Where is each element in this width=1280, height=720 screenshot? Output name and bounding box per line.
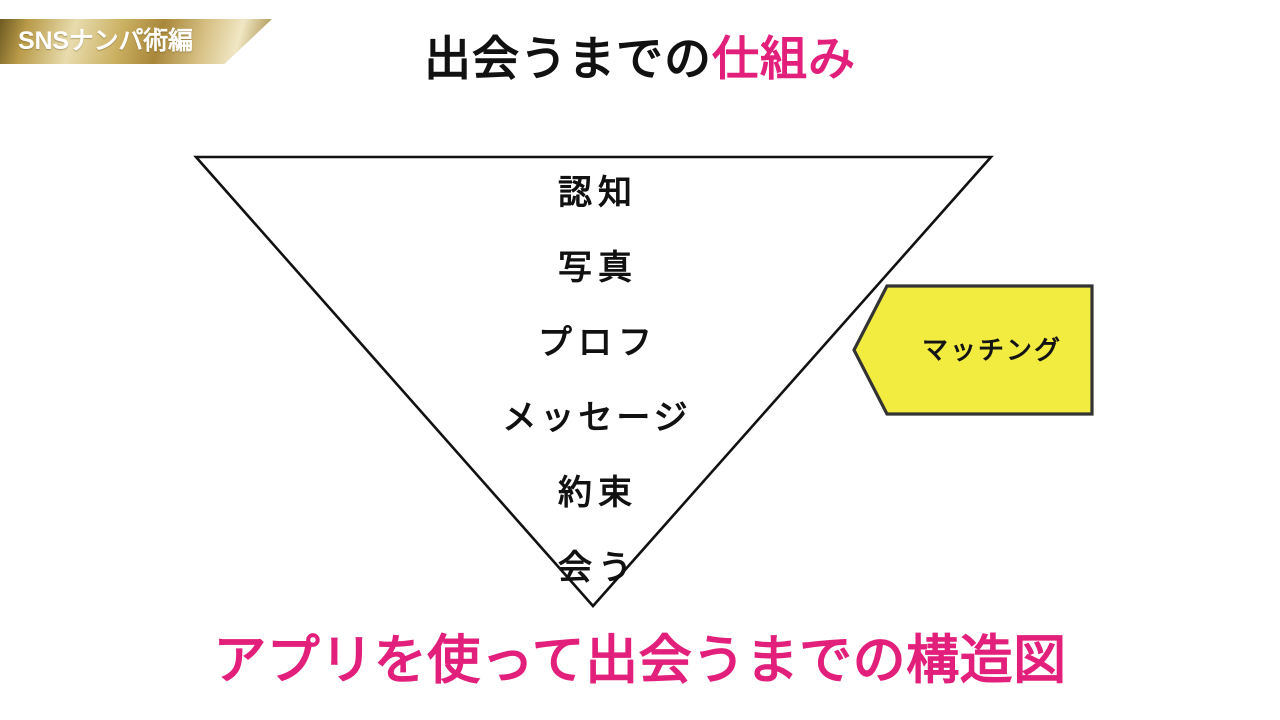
- section-ribbon: [0, 19, 272, 64]
- funnel-stage-label-3: プロフ: [538, 324, 658, 363]
- page-title: 出会うまでの仕組み: [0, 20, 1280, 89]
- funnel-stage-label-4: メッセージ: [502, 398, 692, 437]
- funnel-outline: [193, 155, 994, 608]
- funnel-stage-label-6: 会う: [558, 548, 638, 587]
- matching-callout-shape: [852, 284, 1094, 416]
- callout-arrow-shape: [852, 284, 1094, 416]
- page-title-plain: 出会うまでの: [424, 32, 712, 85]
- bottom-caption: アプリを使って出会うまでの構造図: [213, 631, 1067, 690]
- funnel-shape: [193, 155, 994, 608]
- funnel-diagram: 認知 写真 プロフ メッセージ 約束 会う: [180, 145, 1010, 625]
- page-title-accent: 仕組み: [712, 32, 856, 85]
- funnel-stage-label-2: 写真: [558, 249, 638, 288]
- matching-callout: マッチング: [851, 283, 1095, 417]
- section-ribbon-label: SNSナンパ術編: [18, 27, 193, 55]
- funnel-stage-label-1: 認知: [558, 174, 638, 213]
- funnel-stage-label-5: 約束: [558, 473, 638, 512]
- matching-callout-label: マッチング: [921, 335, 1062, 365]
